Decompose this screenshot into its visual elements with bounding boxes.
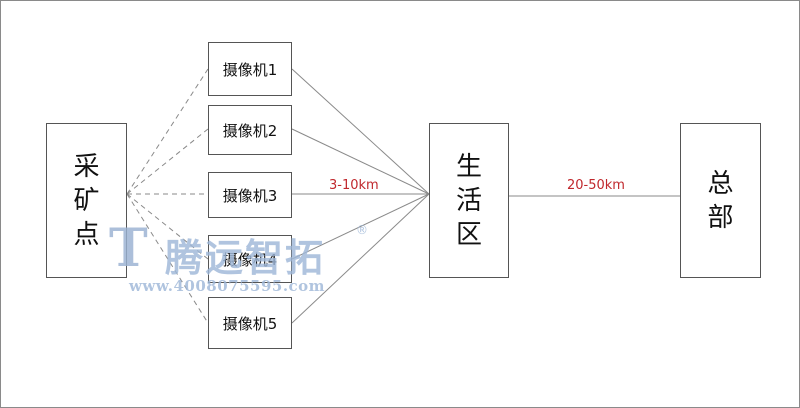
dashed-link-camera-5 — [126, 193, 209, 324]
node-living-area: 生 活 区 — [429, 123, 509, 278]
node-camera-3: 摄像机3 — [208, 172, 292, 218]
watermark-logo-icon: T — [109, 218, 148, 279]
watermark: T 腾远智拓 ® www.4008075595.com — [81, 219, 381, 309]
distance-label-living-hq: 20-50km — [567, 178, 625, 193]
living-area-char-1: 生 — [455, 151, 482, 182]
mining-site-char-2: 矿 — [73, 185, 100, 216]
node-headquarters: 总 部 — [680, 123, 761, 278]
link-camera-1-living — [291, 68, 430, 195]
mining-site-char-1: 采 — [73, 151, 100, 182]
watermark-url: www.4008075595.com — [129, 277, 326, 295]
node-camera-5: 摄像机5 — [208, 297, 292, 349]
link-camera-4-living — [291, 193, 430, 260]
link-camera-5-living — [291, 193, 430, 324]
watermark-registered-mark: ® — [356, 223, 368, 237]
node-camera-2: 摄像机2 — [208, 105, 292, 155]
node-camera-4: 摄像机4 — [208, 235, 292, 283]
watermark-name: 腾远智拓 — [165, 235, 326, 280]
living-area-char-2: 活 — [455, 185, 482, 216]
node-camera-1: 摄像机1 — [208, 42, 292, 96]
mining-site-char-3: 点 — [73, 219, 100, 250]
dashed-link-camera-1 — [126, 68, 209, 195]
node-mining-site: 采 矿 点 — [46, 123, 127, 278]
living-area-char-3: 区 — [455, 219, 482, 250]
headquarters-char-1: 总 — [707, 168, 734, 199]
headquarters-char-2: 部 — [707, 202, 734, 233]
dashed-link-camera-2 — [126, 128, 209, 195]
distance-label-camera-living: 3-10km — [329, 178, 379, 193]
link-camera-2-living — [291, 128, 430, 195]
